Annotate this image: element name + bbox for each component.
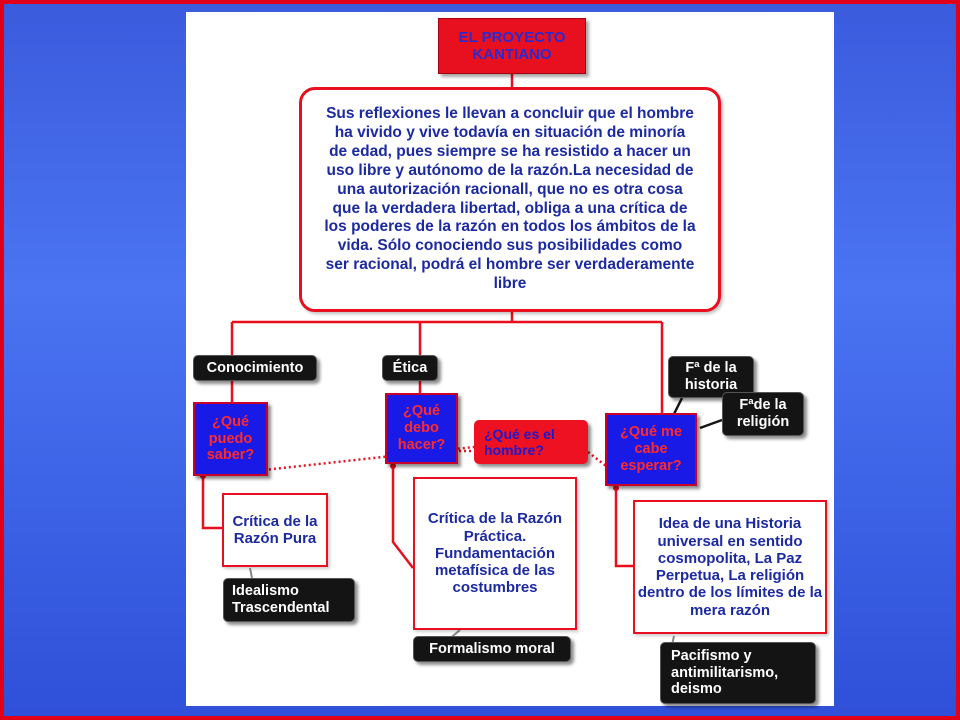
tag-etica: Ética <box>382 355 438 381</box>
tag-religion: Fªde la religión <box>722 392 804 436</box>
question-que-es-el-hombre: ¿Qué es el hombre? <box>474 420 588 464</box>
title-box: EL PROYECTO KANTIANO <box>438 18 586 74</box>
result-formalismo: Formalismo moral <box>413 636 571 662</box>
tag-historia: Fª de la historia <box>668 356 754 398</box>
result-pacifismo: Pacifismo y antimilitarismo, deismo <box>660 642 816 704</box>
work-historia-paz-religion: Idea de una Historia universal en sentid… <box>633 500 827 634</box>
result-idealismo: Idealismo Trascendental <box>223 578 355 622</box>
question-puedo-saber: ¿Qué puedo saber? <box>193 402 268 476</box>
main-summary-box: Sus reflexiones le llevan a concluir que… <box>299 87 721 312</box>
work-razon-practica: Crítica de la Razón Práctica. Fundamenta… <box>413 477 577 630</box>
work-razon-pura: Crítica de la Razón Pura <box>222 493 328 567</box>
question-cabe-esperar: ¿Qué me cabe esperar? <box>605 413 697 486</box>
tag-conocimiento: Conocimiento <box>193 355 317 381</box>
question-debo-hacer: ¿Qué debo hacer? <box>385 393 458 464</box>
